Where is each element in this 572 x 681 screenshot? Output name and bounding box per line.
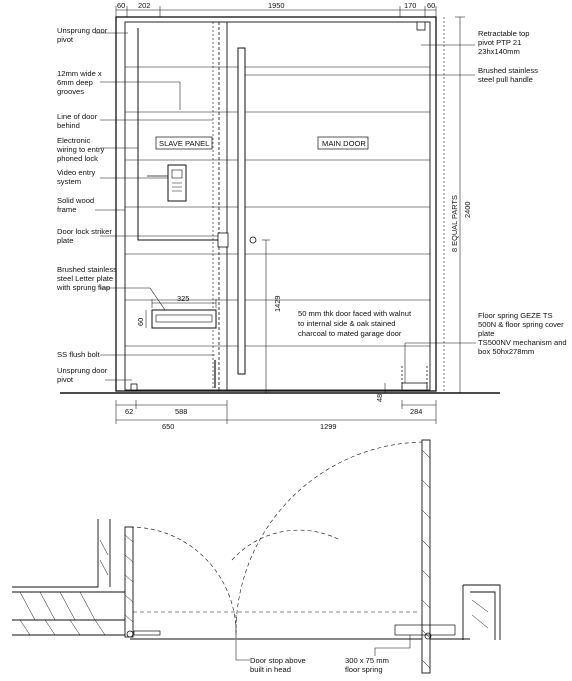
annotation-line: Solid wood bbox=[57, 196, 94, 205]
left-annotations: Unsprung door pivot 12mm wide x 6mm deep… bbox=[56, 26, 117, 384]
annotation-line: plate bbox=[57, 236, 73, 245]
annotation-line: with sprung flap bbox=[56, 283, 110, 292]
center-note: 50 mm thk door faced with walnut to inte… bbox=[298, 309, 412, 338]
annotation-line: grooves bbox=[57, 87, 84, 96]
annotation-line: Unsprung door bbox=[57, 26, 108, 35]
dimension-lines bbox=[115, 6, 465, 424]
center-note-line: to internal side & oak stained bbox=[298, 319, 396, 328]
door-frame-inner bbox=[124, 21, 431, 391]
top-pivot-right bbox=[416, 21, 426, 31]
annotation-line: SS flush bolt bbox=[57, 350, 101, 359]
annotation-line: plate bbox=[478, 329, 494, 338]
dim-325: 325 bbox=[177, 294, 189, 303]
dim-60-plate: 60 bbox=[136, 318, 145, 326]
floor-spring-leader bbox=[374, 635, 411, 656]
plan-view bbox=[12, 439, 501, 674]
dim-60-left: 60 bbox=[117, 1, 125, 10]
pivot-marker-left bbox=[126, 630, 134, 638]
dim-202: 202 bbox=[138, 1, 150, 10]
annotation-line: Video entry bbox=[57, 168, 95, 177]
dim-588: 588 bbox=[175, 407, 187, 416]
dim-284: 284 bbox=[410, 407, 422, 416]
annotation-line: system bbox=[57, 177, 81, 186]
swing-arc-main-left bbox=[235, 441, 426, 636]
annotation-line: Brushed stainless bbox=[57, 265, 117, 274]
annotation-line: Electronic bbox=[57, 136, 91, 145]
grooves bbox=[125, 66, 430, 347]
dim-62: 62 bbox=[125, 407, 133, 416]
annotation-line: pivot bbox=[57, 375, 74, 384]
dim-48: 48 bbox=[375, 394, 384, 402]
right-wall bbox=[462, 584, 501, 640]
annotation-line: 12mm wide x bbox=[57, 69, 102, 78]
letter-plate bbox=[151, 309, 217, 329]
floor-spring-box bbox=[401, 382, 428, 391]
door-frame-outer bbox=[115, 16, 437, 392]
floor-spring-label: floor spring bbox=[345, 665, 383, 674]
dim-1299: 1299 bbox=[320, 422, 336, 431]
right-annotations: Retractable top pivot PTP 21 23hx140mm B… bbox=[478, 29, 567, 356]
swing-arc-main-right bbox=[231, 529, 341, 561]
annotation-line: Retractable top bbox=[478, 29, 530, 38]
pull-handle bbox=[237, 47, 246, 375]
annotation-line: 23hx140mm bbox=[478, 47, 520, 56]
dim-60-right: 60 bbox=[427, 1, 435, 10]
left-wall bbox=[12, 519, 125, 636]
annotation-line: frame bbox=[57, 205, 76, 214]
plan-labels: Door stop above built in head 300 x 75 m… bbox=[250, 656, 389, 674]
annotation-line: wiring to entry bbox=[56, 145, 104, 154]
main-door-leaf-open bbox=[421, 439, 431, 674]
dim-1950: 1950 bbox=[268, 1, 284, 10]
annotation-line: box 50hx278mm bbox=[478, 347, 534, 356]
door-lock-striker-plate bbox=[217, 232, 229, 248]
slave-panel-label: SLAVE PANEL bbox=[159, 139, 209, 148]
dimension-texts: 60 202 1950 170 60 2400 8 EQUAL PARTS 14… bbox=[117, 1, 472, 431]
annotation-line: 6mm deep bbox=[57, 78, 93, 87]
panel-labels: SLAVE PANEL MAIN DOOR bbox=[155, 136, 369, 150]
door-stop-label: built in head bbox=[250, 665, 291, 674]
dim-1429: 1429 bbox=[273, 296, 282, 312]
swing-arc-slave bbox=[129, 526, 237, 636]
annotation-line: Floor spring GEZE TS bbox=[478, 311, 553, 320]
leader-lines bbox=[95, 32, 476, 383]
door-stop-leader bbox=[235, 640, 250, 661]
bottom-pivot-left bbox=[130, 383, 138, 391]
annotation-line: Line of door bbox=[57, 112, 98, 121]
center-note-line: charcoal to mated garage door bbox=[298, 329, 402, 338]
dim-8-equal-parts: 8 EQUAL PARTS bbox=[450, 195, 459, 252]
annotation-line: steel Letter plate bbox=[57, 274, 113, 283]
annotation-line: pivot PTP 21 bbox=[478, 38, 521, 47]
annotation-line: pivot bbox=[57, 35, 74, 44]
dim-650: 650 bbox=[162, 422, 174, 431]
annotation-line: phoned lock bbox=[57, 154, 98, 163]
slave-panel-leaf-open bbox=[124, 526, 134, 638]
floor-spring-label: 300 x 75 mm bbox=[345, 656, 389, 665]
dim-2400: 2400 bbox=[463, 202, 472, 218]
main-door-label: MAIN DOOR bbox=[322, 139, 366, 148]
annotation-line: behind bbox=[57, 121, 80, 130]
annotation-line: TS500NV mechanism and bbox=[478, 338, 567, 347]
electronic-wiring bbox=[137, 28, 219, 241]
lock-cylinder-icon bbox=[249, 236, 257, 244]
dim-170: 170 bbox=[404, 1, 416, 10]
annotation-line: 500N & floor spring cover bbox=[478, 320, 564, 329]
annotation-line: Unsprung door bbox=[57, 366, 108, 375]
elevation bbox=[60, 16, 500, 394]
center-note-line: 50 mm thk door faced with walnut bbox=[298, 309, 412, 318]
annotation-line: Brushed stainless bbox=[478, 66, 538, 75]
door-stop-label: Door stop above bbox=[250, 656, 306, 665]
annotation-line: Door lock striker bbox=[57, 227, 112, 236]
pivot-marker-right bbox=[424, 632, 432, 640]
annotation-line: steel pull handle bbox=[478, 75, 533, 84]
